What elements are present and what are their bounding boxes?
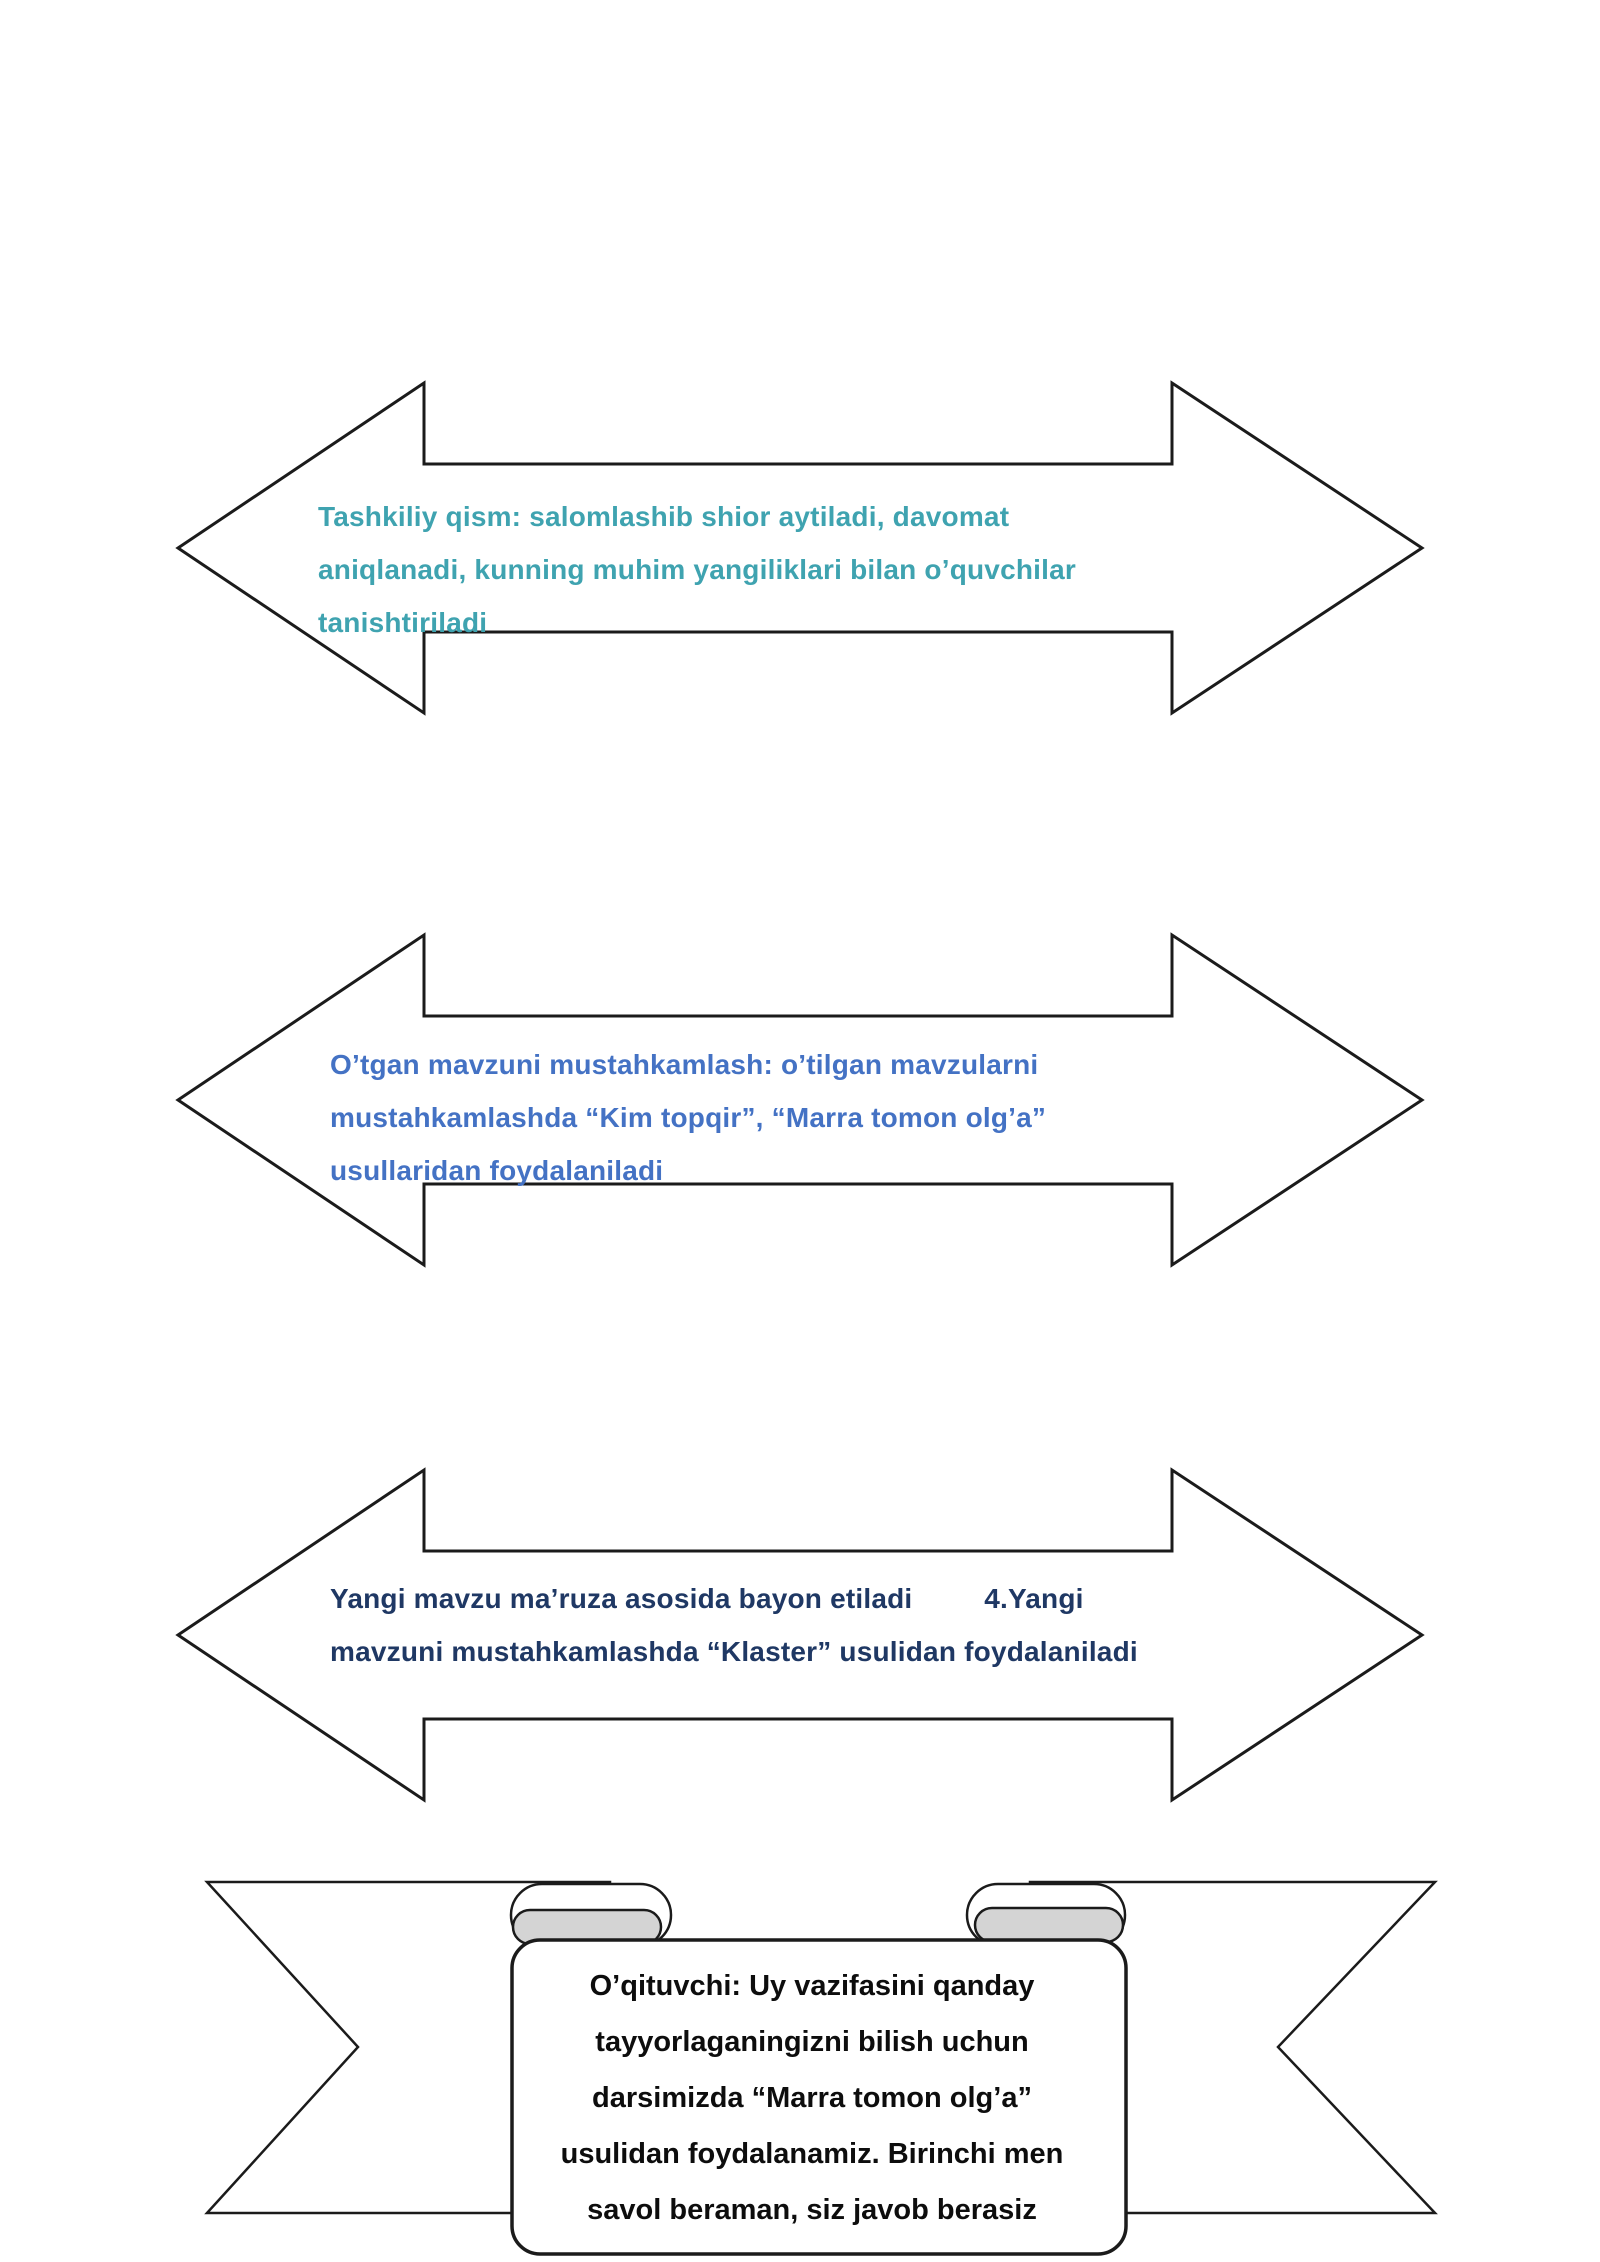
arrow3-text-line2: mavzuni mustahkamlashda “Klaster” usulid…: [330, 1636, 1138, 1667]
scroll-text-line4: usulidan foydalanamiz. Birinchi men: [560, 2138, 1064, 2170]
scroll-text-line2: tayyorlaganingizni bilish uchun: [595, 2026, 1029, 2058]
scroll-curl-right-roll: [973, 1906, 1125, 1944]
scroll-text: O’qituvchi: Uy vazifasini qanday tayyorl…: [517, 1958, 1107, 2238]
double-arrow-shape-3: [175, 1467, 1425, 1803]
arrow3-text: Yangi mavzu ma’ruza asosida bayon etilad…: [330, 1572, 1138, 1678]
arrow2-text-line3: usullaridan foydalaniladi: [330, 1155, 664, 1186]
banner-ribbon-left: [204, 1880, 612, 2215]
arrow1-text-line3: tanishtiriladi: [318, 607, 488, 638]
arrow1-text: Tashkiliy qism: salomlashib shior aytila…: [318, 490, 1076, 649]
double-arrow-shape-2: [175, 932, 1425, 1268]
arrow1-text-line1: Tashkiliy qism: salomlashib shior aytila…: [318, 501, 1010, 532]
arrow2-text-line2: mustahkamlashda “Kim topqir”, “Marra tom…: [330, 1102, 1047, 1133]
arrow2-text: O’tgan mavzuni mustahkamlash: o’tilgan m…: [330, 1038, 1046, 1197]
scroll-text-line3: darsimizda “Marra tomon olg’a”: [592, 2082, 1032, 2114]
scroll-text-line5: savol beraman, siz javob berasiz: [587, 2194, 1037, 2226]
scroll-text-line1: O’qituvchi: Uy vazifasini qanday: [589, 1970, 1035, 2002]
arrow2-text-line1: O’tgan mavzuni mustahkamlash: o’tilgan m…: [330, 1049, 1039, 1080]
scroll-panel: [510, 1938, 1128, 2256]
double-arrow-shape-1: [175, 380, 1425, 716]
arrow3-text-line1: Yangi mavzu ma’ruza asosida bayon etilad…: [330, 1583, 1084, 1614]
arrow1-text-line2: aniqlanadi, kunning muhim yangiliklari b…: [318, 554, 1076, 585]
